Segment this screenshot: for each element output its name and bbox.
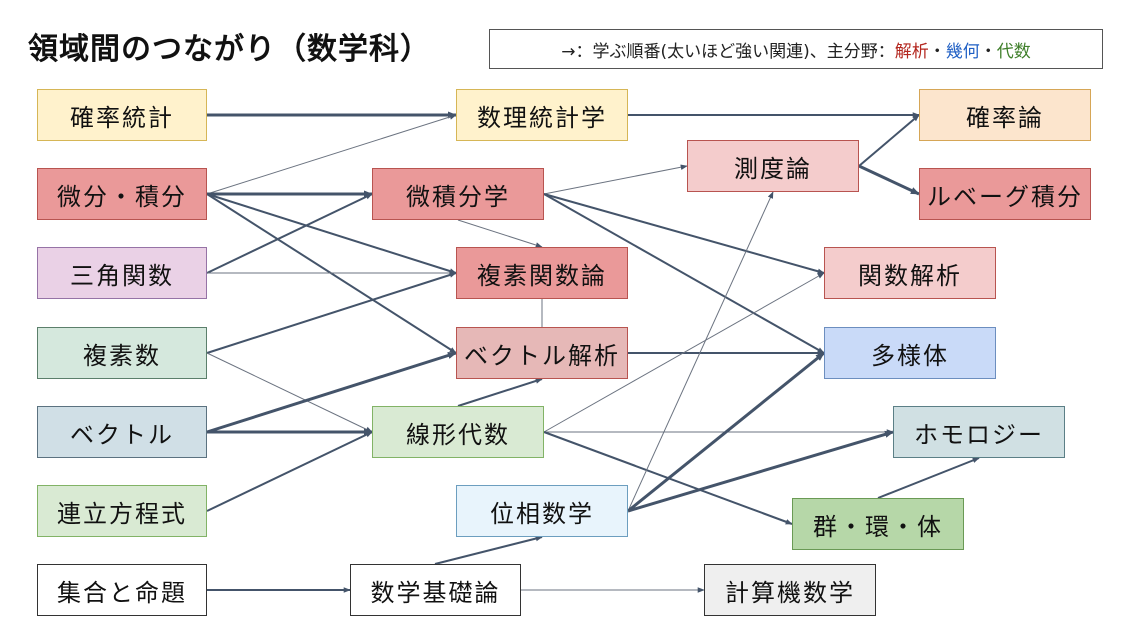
node-functional[interactable]: 関数解析 xyxy=(824,247,996,299)
legend-field-analysis: 解析 xyxy=(894,41,929,62)
edge-measure-to-lebesgue xyxy=(858,164,920,196)
legend-field-algebra: 代数 xyxy=(996,41,1031,62)
node-label: ベクトル解析 xyxy=(464,341,620,370)
edge-measure-to-probability xyxy=(858,114,920,167)
edge-calculus-to-complex-analysis xyxy=(457,219,543,248)
node-label: 集合と命題 xyxy=(57,578,187,607)
node-algebra[interactable]: 群・環・体 xyxy=(792,498,964,550)
node-homology[interactable]: ホモロジー xyxy=(893,406,1065,458)
node-simul-eq[interactable]: 連立方程式 xyxy=(37,485,207,537)
node-sets-logic[interactable]: 集合と命題 xyxy=(37,564,207,616)
node-label: 確率論 xyxy=(966,103,1044,132)
node-lebesgue[interactable]: ルベーグ積分 xyxy=(919,168,1091,220)
legend-separator: ・ xyxy=(928,41,946,62)
edge-trig-to-calculus xyxy=(206,193,373,274)
node-label: 位相数学 xyxy=(490,499,594,528)
node-math-stat[interactable]: 数理統計学 xyxy=(456,89,628,141)
node-probability[interactable]: 確率論 xyxy=(919,89,1091,141)
node-computer-math[interactable]: 計算機数学 xyxy=(704,564,876,616)
edge-calc-to-complex-analysis xyxy=(206,193,457,274)
node-label: 関数解析 xyxy=(858,261,962,290)
node-label: 三角関数 xyxy=(70,261,174,290)
edge-topology-to-manifold xyxy=(627,351,825,513)
node-label: 群・環・体 xyxy=(813,512,943,541)
node-label: ベクトル xyxy=(70,420,174,449)
edge-complex-num-to-linear-algebra xyxy=(206,352,373,433)
edge-calculus-to-measure xyxy=(543,164,688,195)
node-foundations[interactable]: 数学基礎論 xyxy=(350,564,521,616)
edge-topology-to-measure xyxy=(627,191,774,512)
node-label: 複素数 xyxy=(83,341,161,370)
node-measure[interactable]: 測度論 xyxy=(687,140,859,192)
edge-complex-num-to-complex-analysis xyxy=(206,272,457,354)
node-topology[interactable]: 位相数学 xyxy=(456,485,628,537)
edge-simul-eq-to-linear-algebra xyxy=(206,431,373,512)
edge-linear-algebra-to-vector-analysis xyxy=(457,378,543,407)
edge-calculus-to-functional xyxy=(543,193,825,274)
edge-linear-algebra-to-functional xyxy=(543,272,825,433)
node-complex-analysis[interactable]: 複素関数論 xyxy=(456,247,628,299)
legend-field-geometry: 幾何 xyxy=(945,41,980,62)
node-label: 測度論 xyxy=(734,154,812,183)
node-label: 確率統計 xyxy=(70,103,174,132)
node-label: 微分・積分 xyxy=(57,182,187,211)
node-label: 複素関数論 xyxy=(477,261,607,290)
node-vector-analysis[interactable]: ベクトル解析 xyxy=(456,327,628,379)
node-label: ルベーグ積分 xyxy=(927,182,1083,211)
node-label: 計算機数学 xyxy=(725,578,855,607)
edge-vector-to-vector-analysis xyxy=(206,351,457,434)
edge-foundations-to-topology xyxy=(434,535,543,565)
node-complex-num[interactable]: 複素数 xyxy=(37,327,207,379)
node-trig[interactable]: 三角関数 xyxy=(37,247,207,299)
node-label: 連立方程式 xyxy=(57,499,187,528)
edge-algebra-to-homology xyxy=(877,457,980,499)
legend-separator: ・ xyxy=(979,41,997,62)
node-calc[interactable]: 微分・積分 xyxy=(37,168,207,220)
legend-box: →：学ぶ順番(太いほど強い関連)、主分野： 解析 ・ 幾何 ・ 代数 xyxy=(489,29,1103,69)
node-label: ホモロジー xyxy=(914,420,1044,449)
node-label: 多様体 xyxy=(871,341,949,370)
diagram-title: 領域間のつながり（数学科） xyxy=(28,32,431,67)
edge-calculus-to-manifold xyxy=(543,193,825,354)
edge-calc-to-math-stat xyxy=(206,114,457,195)
node-label: 微積分学 xyxy=(406,182,510,211)
node-manifold[interactable]: 多様体 xyxy=(824,327,996,379)
node-prob-stat[interactable]: 確率統計 xyxy=(37,89,207,141)
node-calculus[interactable]: 微積分学 xyxy=(372,168,544,220)
node-label: 数理統計学 xyxy=(477,103,607,132)
node-linear-algebra[interactable]: 線形代数 xyxy=(372,406,544,458)
edge-topology-to-homology xyxy=(627,430,894,513)
node-label: 線形代数 xyxy=(406,420,510,449)
node-vector[interactable]: ベクトル xyxy=(37,406,207,458)
node-label: 数学基礎論 xyxy=(370,578,501,607)
legend-text: →：学ぶ順番(太いほど強い関連)、主分野： xyxy=(561,41,895,62)
